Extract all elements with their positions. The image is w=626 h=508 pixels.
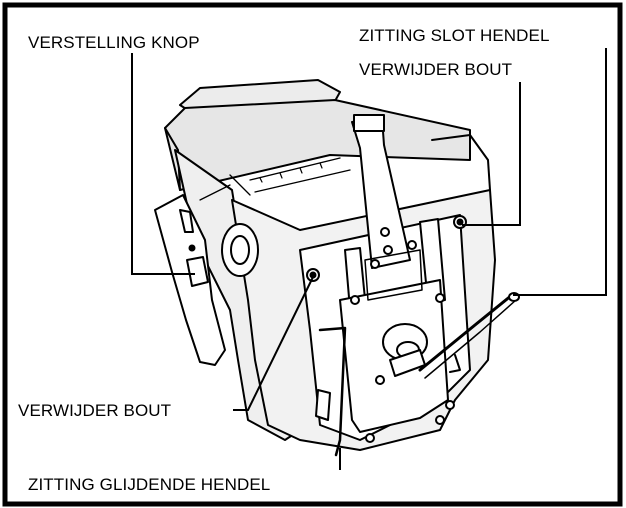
seat-lock-lever <box>418 293 514 372</box>
post-top <box>353 114 385 132</box>
leader-lines <box>131 48 607 470</box>
label-seat-slide-lever: ZITTING GLIJDENDE HENDEL <box>28 475 271 494</box>
label-adjust-knob: VERSTELLING KNOP <box>28 33 200 52</box>
seat-illustration <box>154 79 520 457</box>
leader-seat-lock <box>513 48 607 296</box>
seam-lines <box>229 157 351 196</box>
label-remove-bolt-left: VERWIJDER BOUT <box>18 401 172 420</box>
label-seat-lock-lever: ZITTING SLOT HENDEL <box>359 26 550 45</box>
label-remove-bolt-right: VERWIJDER BOUT <box>359 60 513 79</box>
center-window <box>364 249 423 301</box>
leader-bolt-left <box>233 276 314 411</box>
leader-bolt-right <box>462 82 521 226</box>
seat-slide-lever <box>318 326 347 457</box>
backrest-left-edge <box>164 127 181 191</box>
adjust-knob-part <box>186 256 209 287</box>
leader-adjust-knob <box>131 53 195 275</box>
